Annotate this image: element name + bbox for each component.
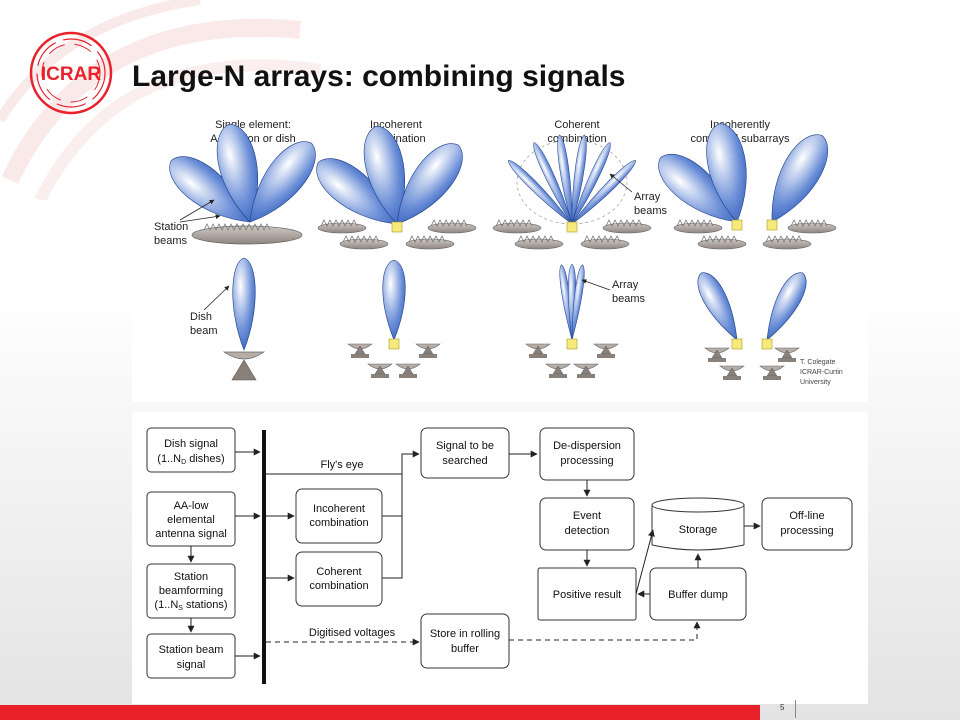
svg-text:De-dispersion: De-dispersion <box>553 440 621 452</box>
array-beams-top-label-2: beams <box>634 205 668 217</box>
svg-text:Coherent: Coherent <box>316 566 361 578</box>
box-aa-low: AA-low elemental antenna signal <box>146 491 236 547</box>
svg-text:(1..ND dishes): (1..ND dishes) <box>157 453 224 466</box>
svg-text:Buffer dump: Buffer dump <box>668 589 728 601</box>
box-offline-processing: Off-line processing <box>761 497 853 551</box>
svg-text:Dish signal: Dish signal <box>164 438 218 450</box>
array-beams-top-label-1: Array <box>634 191 661 203</box>
box-station-beam-signal: Station beam signal <box>146 633 236 679</box>
array-beams-bottom-label-1: Array <box>612 279 639 291</box>
array-beams-bottom-label-2: beams <box>612 293 646 305</box>
svg-text:AA-low: AA-low <box>174 500 209 512</box>
box-rolling-buffer: Store in rolling buffer <box>420 613 510 669</box>
box-positive-result: Positive result <box>537 567 637 621</box>
credit-line-2: ICRAR-Curtin <box>800 369 843 376</box>
box-dedispersion: De-dispersion processing <box>539 427 635 481</box>
svg-text:beamforming: beamforming <box>159 585 223 597</box>
svg-text:Station: Station <box>174 571 208 583</box>
dish-subarrays-diagram <box>697 272 807 381</box>
icrar-logo: ICRAR <box>29 31 113 115</box>
box-signal-to-be-searched: Signal to be searched <box>420 427 510 479</box>
coherent-stations-diagram <box>493 133 651 249</box>
svg-text:signal: signal <box>177 659 206 671</box>
box-buffer-dump: Buffer dump <box>649 567 747 621</box>
label-flys-eye: Fly's eye <box>320 459 363 471</box>
svg-text:Station beam: Station beam <box>159 644 224 656</box>
box-coherent-combination: Coherent combination <box>295 551 383 607</box>
col3-heading-2: combination <box>547 133 606 145</box>
footer-accent-bar <box>0 705 760 720</box>
svg-text:processing: processing <box>560 455 613 467</box>
svg-text:Storage: Storage <box>679 524 718 536</box>
svg-text:Event: Event <box>573 510 601 522</box>
svg-text:combination: combination <box>309 580 368 592</box>
station-beams-label-1: Station <box>154 221 188 233</box>
svg-text:buffer: buffer <box>451 643 479 655</box>
svg-text:processing: processing <box>780 525 833 537</box>
station-beams-label-2: beams <box>154 235 188 247</box>
label-digitised-voltages: Digitised voltages <box>309 627 396 639</box>
incoherent-dishes-diagram <box>347 259 441 379</box>
box-dish-signal: Dish signal (1..ND dishes) <box>146 427 236 473</box>
svg-text:Positive result: Positive result <box>553 589 621 601</box>
box-station-beamforming: Station beamforming (1..NS stations) <box>146 563 236 619</box>
logo-text: ICRAR <box>41 64 101 85</box>
svg-text:(1..NS stations): (1..NS stations) <box>154 599 227 612</box>
svg-text:combination: combination <box>309 517 368 529</box>
single-dish-diagram <box>222 257 266 381</box>
svg-text:detection: detection <box>565 525 610 537</box>
dish-beam-label-1: Dish <box>190 311 212 323</box>
box-event-detection: Event detection <box>539 497 635 551</box>
beams-figure: Single element: AA station or dish Incoh… <box>132 112 868 402</box>
single-station-diagram <box>159 119 327 245</box>
svg-text:Store in rolling: Store in rolling <box>430 628 500 640</box>
svg-text:Off-line: Off-line <box>789 510 824 522</box>
svg-text:Signal to be: Signal to be <box>436 440 494 452</box>
slide-title: Large-N arrays: combining signals <box>132 60 626 93</box>
cylinder-storage: Storage <box>651 497 745 551</box>
svg-text:searched: searched <box>442 455 487 467</box>
box-incoherent-combination: Incoherent combination <box>295 488 383 544</box>
dish-beam-label-2: beam <box>190 325 218 337</box>
svg-text:antenna signal: antenna signal <box>155 528 227 540</box>
credit-line-1: T. Colegate <box>800 359 836 366</box>
svg-text:Incoherent: Incoherent <box>313 503 365 515</box>
svg-text:elemental: elemental <box>167 514 215 526</box>
page-number: 5 <box>780 703 785 712</box>
coherent-dishes-diagram <box>525 263 619 379</box>
page-separator <box>795 700 796 718</box>
col3-heading-1: Coherent <box>554 119 599 131</box>
credit-line-3: University <box>800 379 831 386</box>
signal-flowchart: Dish signal (1..ND dishes) AA-low elemen… <box>132 412 868 704</box>
incoherent-stations-diagram <box>306 121 476 249</box>
